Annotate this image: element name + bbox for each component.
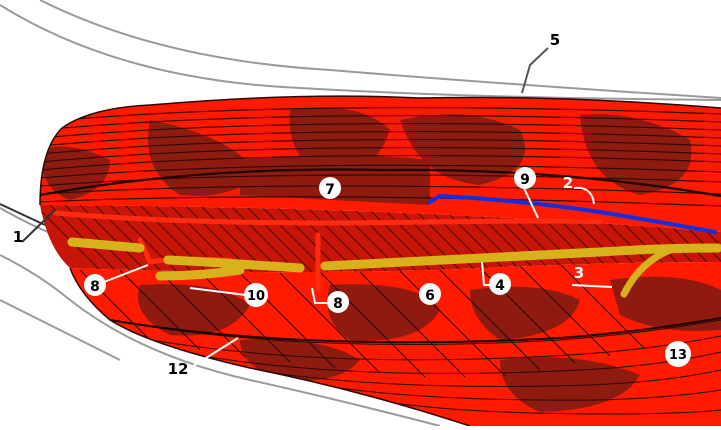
- svg-text:9: 9: [520, 172, 530, 188]
- label-6: 6: [419, 283, 441, 305]
- svg-text:12: 12: [168, 360, 189, 378]
- lower-muscle: [69, 262, 721, 427]
- svg-text:3: 3: [574, 264, 584, 282]
- upper-muscle-fibers: [40, 107, 721, 207]
- svg-text:5: 5: [550, 31, 560, 49]
- label-12: 12: [168, 360, 189, 378]
- label-8-center: 8: [327, 291, 349, 313]
- label-1: 1: [13, 228, 23, 246]
- label-5: 5: [550, 31, 560, 49]
- label-9: 9: [514, 167, 536, 189]
- svg-text:8: 8: [90, 279, 100, 295]
- label-7: 7: [319, 177, 341, 199]
- svg-text:13: 13: [669, 348, 687, 363]
- svg-text:4: 4: [495, 278, 505, 294]
- label-13: 13: [665, 341, 691, 367]
- label-3: 3: [574, 264, 584, 282]
- svg-text:2: 2: [563, 174, 573, 192]
- svg-text:1: 1: [13, 228, 23, 246]
- lower-muscle-fibers: [79, 263, 721, 415]
- label-8-left: 8: [84, 274, 106, 296]
- svg-text:10: 10: [247, 289, 265, 304]
- label-10: 10: [244, 283, 268, 307]
- svg-text:8: 8: [333, 296, 343, 312]
- label-4: 4: [489, 273, 511, 295]
- nerve: [67, 237, 721, 298]
- svg-text:7: 7: [325, 182, 335, 198]
- svg-text:6: 6: [425, 288, 435, 304]
- label-2: 2: [563, 174, 573, 192]
- vein: [428, 193, 717, 234]
